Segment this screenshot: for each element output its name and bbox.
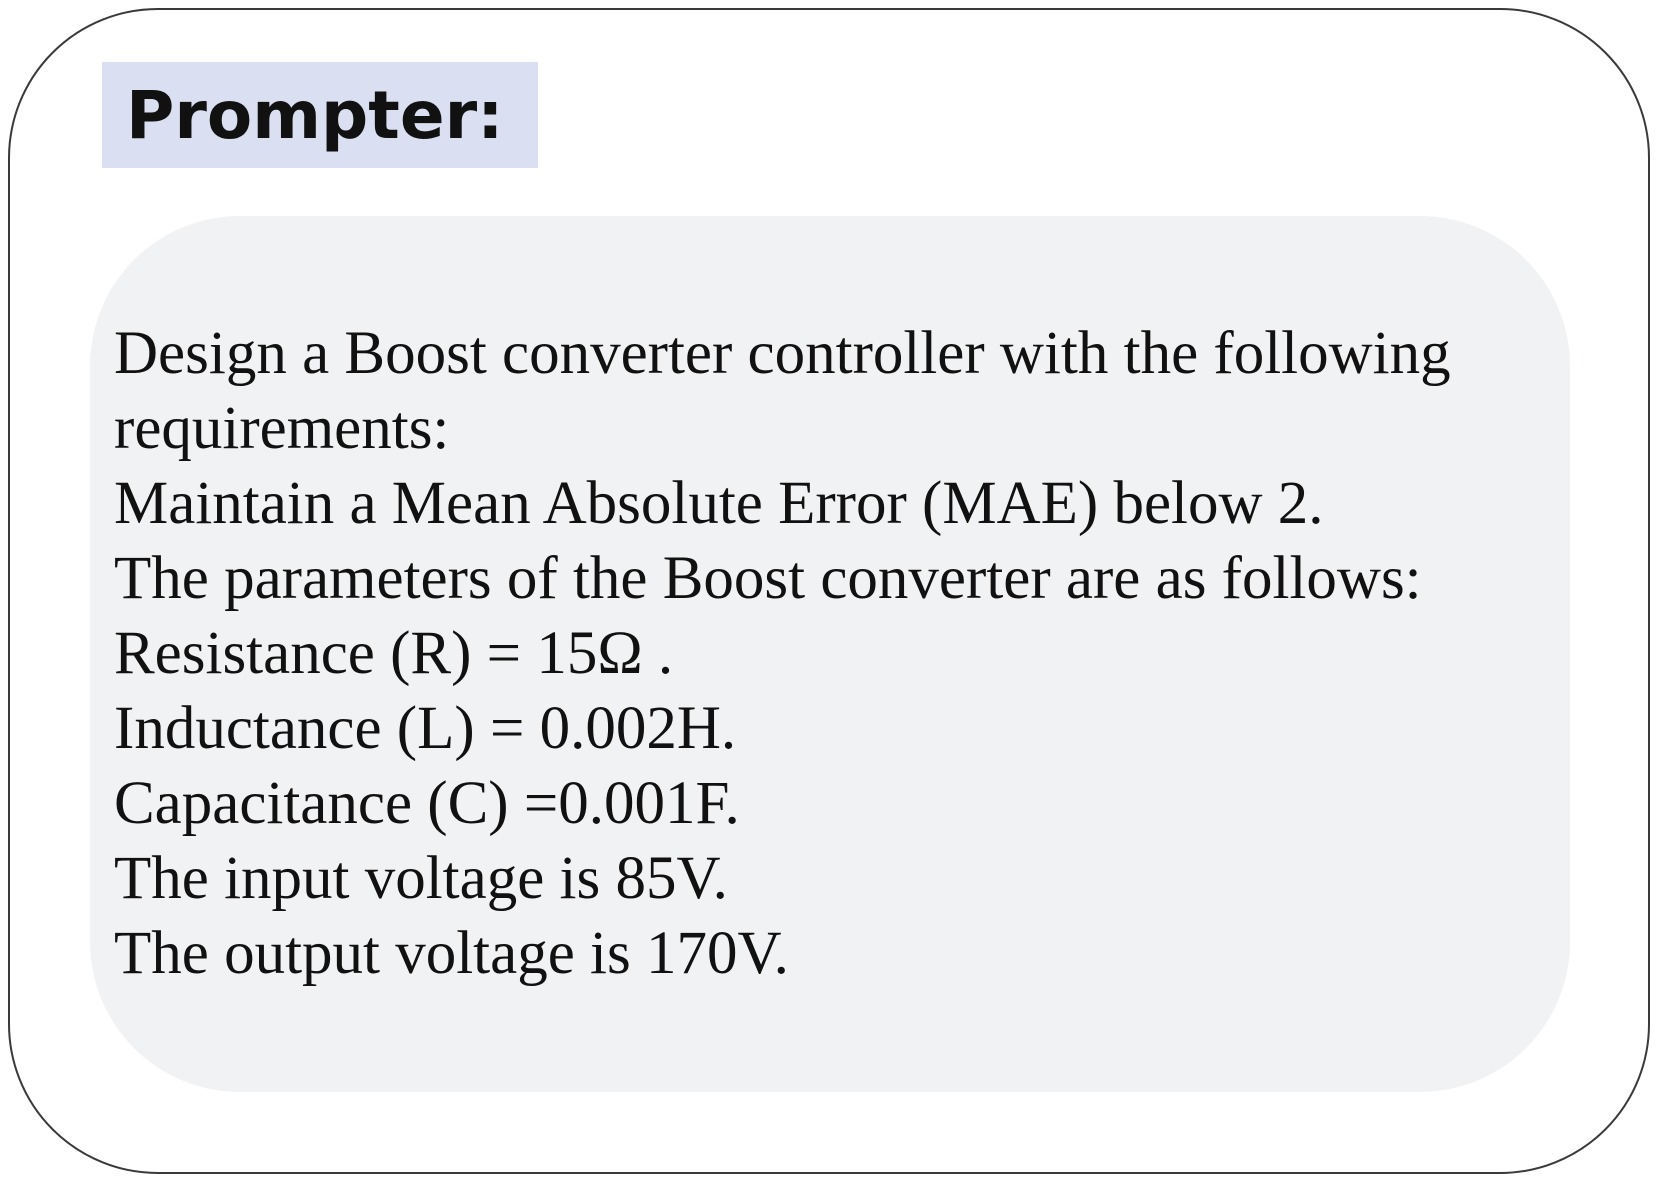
message-line-parameters-intro: The parameters of the Boost converter ar…	[114, 545, 1422, 612]
role-label: Prompter:	[102, 62, 538, 168]
message-line-requirement-intro: Design a Boost converter controller with…	[114, 320, 1451, 387]
message-line-requirements-label: requirements:	[114, 395, 450, 462]
message-bubble: Design a Boost converter controller with…	[90, 216, 1570, 1092]
message-line-input-voltage: The input voltage is 85V.	[114, 845, 728, 912]
message-line-resistance: Resistance (R) = 15Ω .	[114, 620, 674, 687]
message-line-output-voltage: The output voltage is 170V.	[114, 920, 789, 987]
message-line-inductance: Inductance (L) = 0.002H.	[114, 695, 737, 762]
message-line-capacitance: Capacitance (C) =0.001F.	[114, 770, 740, 837]
message-line-mae-requirement: Maintain a Mean Absolute Error (MAE) bel…	[114, 470, 1324, 537]
